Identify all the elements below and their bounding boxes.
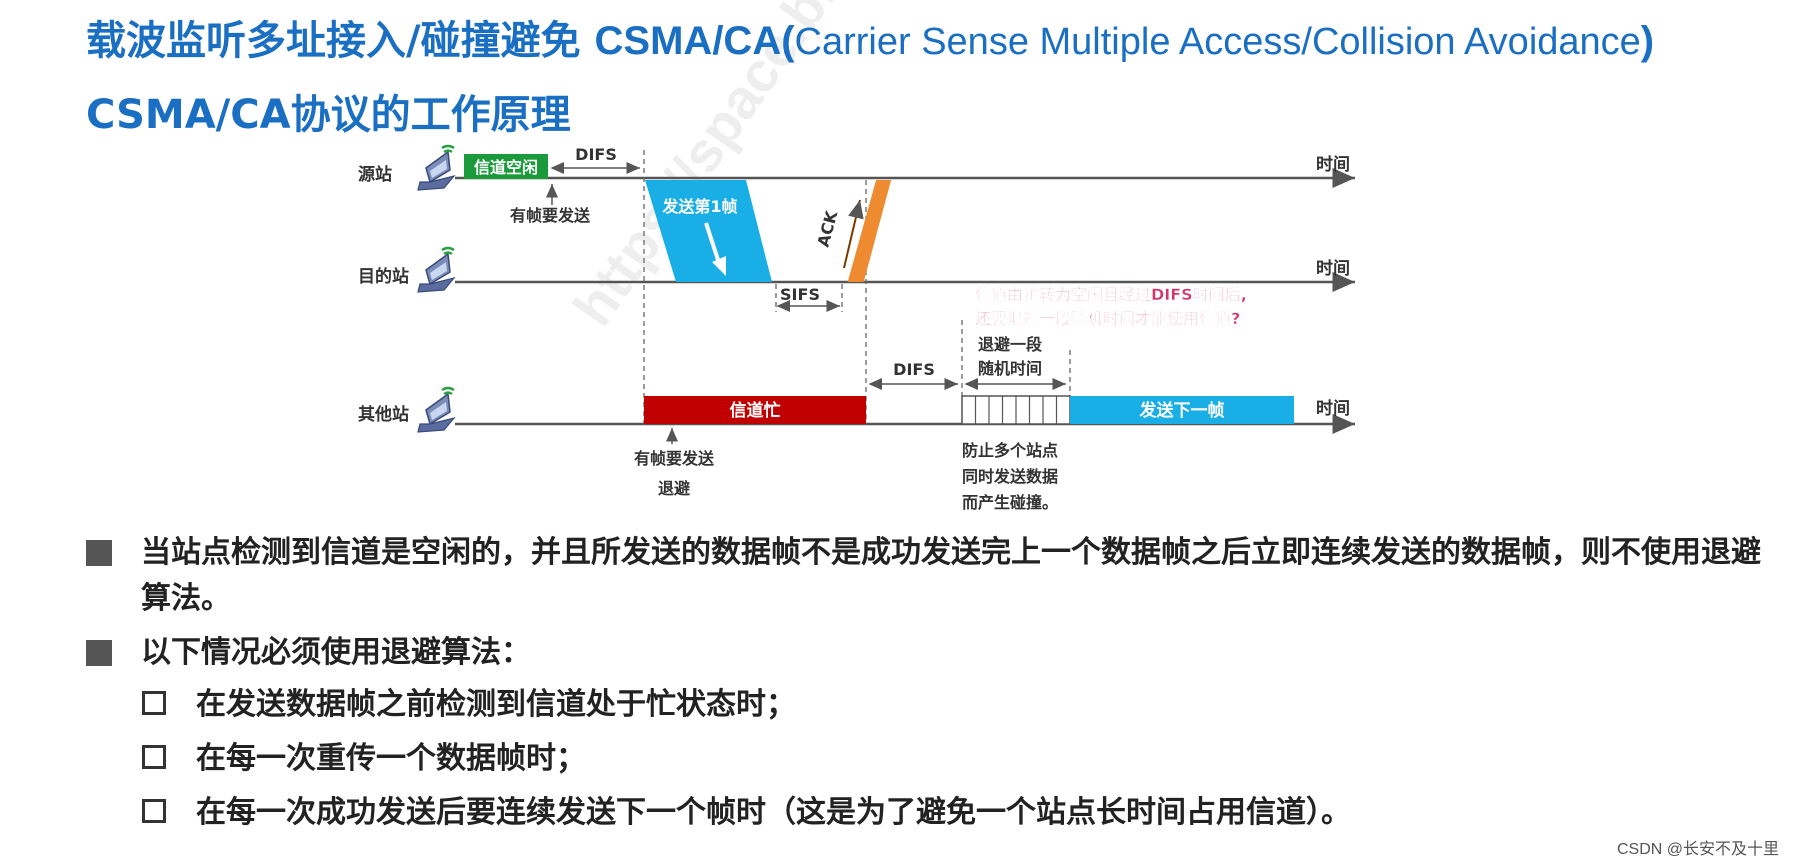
station-label-source: 源站: [358, 164, 392, 185]
first-frame-arrowhead-icon: [712, 256, 726, 276]
square-bullet-icon: [86, 640, 112, 666]
bullet-no-backoff: 当站点检测到信道是空闲的，并且所发送的数据帧不是成功发送完上一个数据帧之后立即连…: [86, 530, 1766, 622]
difs-label-source: DIFS: [575, 145, 617, 164]
channel-busy-label: 信道忙: [730, 400, 781, 421]
backoff-label-1: 退避一段: [978, 335, 1043, 354]
sifs-label: SIFS: [780, 285, 820, 304]
bullet-list: 当站点检测到信道是空闲的，并且所发送的数据帧不是成功发送完上一个数据帧之后立即连…: [86, 530, 1766, 840]
bullet-no-backoff-text: 当站点检测到信道是空闲的，并且所发送的数据帧不是成功发送完上一个数据帧之后立即连…: [141, 535, 1761, 616]
send-next-frame-label: 发送下一帧: [1139, 400, 1225, 421]
first-frame-arrow-icon: [704, 222, 722, 267]
sub-bullet-continuous-text: 在每一次成功发送后要连续发送下一个帧时（这是为了避免一个站点长时间占用信道）。: [196, 795, 1351, 830]
station-label-dest: 目的站: [358, 266, 409, 287]
checkbox-bullet-icon: [142, 691, 166, 715]
backoff-slots: [961, 395, 1071, 425]
ack-arrow-icon: [843, 199, 864, 269]
page-title: 载波监听多址接入/碰撞避免 CSMA/CA(Carrier Sense Mult…: [86, 8, 1654, 66]
ack-label: ACK: [814, 208, 842, 249]
prevent-line-2: 同时发送数据: [962, 467, 1058, 486]
footer-credit: CSDN @长安不及十里: [1616, 841, 1779, 858]
question-line-1: 信道由忙转为空闲且经过DIFS时间后,: [975, 285, 1247, 304]
channel-idle-label: 信道空闲: [474, 158, 538, 177]
has-frame-label-other: 有帧要发送: [634, 449, 715, 468]
prevent-line-3: 而产生碰撞。: [962, 493, 1058, 512]
sub-bullet-busy: 在发送数据帧之前检测到信道处于忙状态时；: [142, 678, 1766, 732]
page-subtitle: CSMA/CA协议的工作原理: [86, 92, 571, 138]
difs-label-other: DIFS: [893, 360, 935, 379]
laptop-icon-dest: [416, 246, 456, 294]
csma-ca-timing-diagram: 源站 目的站 其他站 时间 时间 时间 信道空闲 DIFS 有帧要发送 发送第1…: [358, 144, 1355, 512]
checkbox-bullet-icon: [142, 745, 166, 769]
backoff-label-2: 随机时间: [978, 359, 1042, 378]
station-label-other: 其他站: [358, 404, 409, 425]
question-line-2: 还要退避一段随机时间才能使用信道?: [974, 309, 1240, 328]
channel-idle-box: [464, 154, 548, 179]
sub-bullet-busy-text: 在发送数据帧之前检测到信道处于忙状态时；: [196, 687, 796, 722]
title-cn: 载波监听多址接入/碰撞避免: [86, 18, 581, 64]
sub-bullet-retransmit: 在每一次重传一个数据帧时；: [142, 732, 1766, 786]
bullet-must-backoff: 以下情况必须使用退避算法：: [86, 630, 1766, 676]
prevent-line-1: 防止多个站点: [962, 441, 1058, 460]
time-label-other: 时间: [1316, 398, 1350, 419]
has-frame-label-source: 有帧要发送: [510, 206, 591, 225]
sub-bullet-retransmit-text: 在每一次重传一个数据帧时；: [196, 741, 586, 776]
backoff-short-label: 退避: [658, 479, 690, 498]
laptop-icon-other: [416, 386, 456, 434]
checkbox-bullet-icon: [142, 799, 166, 823]
bullet-must-backoff-text: 以下情况必须使用退避算法：: [141, 635, 531, 670]
send-next-frame-box: [1070, 396, 1294, 424]
time-label-source: 时间: [1316, 154, 1350, 175]
ack-shape: [847, 180, 892, 282]
square-bullet-icon: [86, 540, 112, 566]
title-abbr: CSMA/CA(: [594, 19, 795, 63]
title-full: Carrier Sense Multiple Access/Collision …: [794, 21, 1641, 63]
first-frame-label: 发送第1帧: [661, 197, 737, 216]
sub-bullet-continuous: 在每一次成功发送后要连续发送下一个帧时（这是为了避免一个站点长时间占用信道）。: [142, 786, 1766, 840]
laptop-icon-source: [416, 144, 456, 192]
title-close: ): [1640, 19, 1655, 63]
channel-busy-box: [644, 396, 866, 424]
time-label-dest: 时间: [1316, 258, 1350, 279]
